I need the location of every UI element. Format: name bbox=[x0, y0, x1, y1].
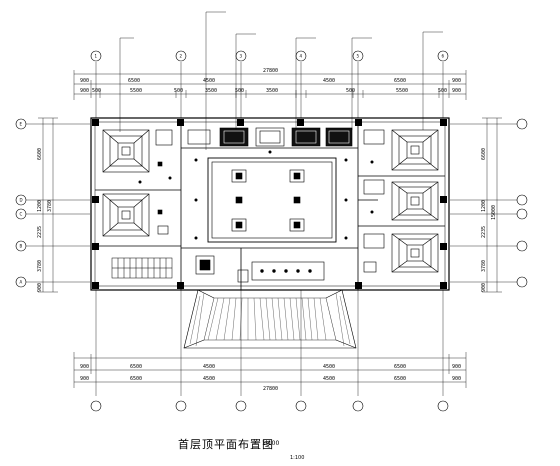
dim-top-total: 27800 bbox=[263, 68, 278, 74]
dimension-texts-left: 6600 1200 3780 2235 3780 900 bbox=[37, 148, 53, 292]
coffered-ceiling-right-1 bbox=[391, 129, 439, 171]
dim-top-r2-2: 5500 bbox=[130, 88, 142, 94]
dim-bottom-r1-2: 4500 bbox=[203, 364, 215, 370]
annotation-leaders bbox=[119, 11, 443, 150]
dimension-lines-sides bbox=[38, 117, 502, 293]
dim-bottom-r2-4: 6500 bbox=[394, 376, 406, 382]
axis-label-3: 3 bbox=[240, 54, 243, 59]
dim-bottom-r1-1: 6500 bbox=[130, 364, 142, 370]
axis-lines-vertical bbox=[95, 62, 444, 396]
axis-bubbles-right bbox=[516, 118, 528, 288]
dimension-texts-bottom: 900 6500 4500 4500 6500 900 900 6500 450… bbox=[80, 364, 461, 392]
axis-label-5: 5 bbox=[357, 54, 360, 59]
dim-bottom-r2-2: 4500 bbox=[203, 376, 215, 382]
axis-label-E: E bbox=[20, 122, 23, 127]
axis-label-1: 1 bbox=[95, 54, 98, 59]
axis-bubbles-left bbox=[15, 118, 27, 288]
dim-top-r2-5: 500 bbox=[235, 88, 244, 94]
building-outline bbox=[90, 117, 450, 291]
dimension-texts-right: 6600 1200 15000 2235 3780 900 bbox=[481, 148, 497, 292]
dim-top-r2-1: 500 bbox=[92, 88, 101, 94]
drawing-subscale: 1:100 bbox=[290, 455, 305, 461]
dim-top-r1-4: 6500 bbox=[394, 78, 406, 84]
dim-bottom-r2-5: 900 bbox=[452, 376, 461, 382]
ceiling-fixtures-right bbox=[363, 129, 385, 273]
axis-lines-horizontal bbox=[26, 123, 517, 283]
dim-bottom-r1-5: 900 bbox=[452, 364, 461, 370]
dim-bottom-r1-0: 900 bbox=[80, 364, 89, 370]
axis-labels-top: 1 2 3 4 5 6 bbox=[95, 54, 445, 59]
dim-top-r2-7: 500 bbox=[346, 88, 355, 94]
axis-bubbles-bottom bbox=[90, 400, 449, 412]
dim-bottom-r2-1: 6500 bbox=[130, 376, 142, 382]
dim-left-4: 3780 bbox=[37, 260, 43, 272]
coffered-ceiling-left-top bbox=[102, 129, 150, 173]
dim-top-r1-2: 4500 bbox=[203, 78, 215, 84]
axis-label-D: D bbox=[20, 198, 23, 203]
dimension-lines-top bbox=[73, 70, 467, 100]
drawing-title: 首层顶平面布置图 bbox=[178, 438, 274, 451]
coffered-ceiling-right-3 bbox=[391, 233, 439, 273]
dimension-texts-top: 27800 900 6500 4500 4500 6500 900 900 50… bbox=[80, 68, 461, 94]
dim-left-2: 3780 bbox=[47, 200, 53, 212]
axis-bubbles-top bbox=[90, 50, 449, 62]
dim-top-r2-3: 500 bbox=[174, 88, 183, 94]
dim-top-r1-5: 900 bbox=[452, 78, 461, 84]
dim-left-5: 900 bbox=[37, 283, 43, 292]
axis-label-2: 2 bbox=[180, 54, 183, 59]
dim-bottom-r2-0: 900 bbox=[80, 376, 89, 382]
axis-label-4: 4 bbox=[300, 54, 303, 59]
dim-top-r1-1: 6500 bbox=[128, 78, 140, 84]
dim-top-r2-0: 900 bbox=[80, 88, 89, 94]
dim-bottom-r2-3: 4500 bbox=[323, 376, 335, 382]
staircase bbox=[111, 257, 173, 279]
ceiling-panels-top-band bbox=[187, 127, 353, 147]
dim-bottom-r1-3: 4500 bbox=[323, 364, 335, 370]
dim-top-r2-4: 3500 bbox=[205, 88, 217, 94]
structural-columns bbox=[92, 119, 447, 289]
lower-band-fixtures bbox=[195, 255, 325, 283]
interior-walls bbox=[95, 122, 445, 290]
axis-label-A: A bbox=[20, 280, 23, 285]
dim-bottom-total: 27800 bbox=[263, 386, 278, 392]
dim-left-0: 6600 bbox=[37, 148, 43, 160]
dim-top-r2-8: 5500 bbox=[396, 88, 408, 94]
dim-top-r2-10: 900 bbox=[452, 88, 461, 94]
dim-left-1: 1200 bbox=[37, 200, 43, 212]
dim-top-r2-9: 500 bbox=[438, 88, 447, 94]
dim-right-5: 900 bbox=[481, 283, 487, 292]
dim-top-r1-3: 4500 bbox=[323, 78, 335, 84]
axis-label-6: 6 bbox=[442, 54, 445, 59]
dim-top-r1-0: 900 bbox=[80, 78, 89, 84]
dim-right-1: 1200 bbox=[481, 200, 487, 212]
drawing-scale: 1:100 bbox=[262, 440, 280, 447]
entrance-canopy bbox=[183, 289, 357, 349]
dim-right-2: 15000 bbox=[491, 205, 497, 220]
axis-label-B: B bbox=[20, 244, 23, 249]
canopy-tile-lines bbox=[189, 292, 351, 347]
central-hall-ceiling bbox=[207, 157, 337, 243]
dim-left-3: 2235 bbox=[37, 226, 43, 238]
dim-bottom-r1-4: 6500 bbox=[394, 364, 406, 370]
dim-top-r2-6: 3500 bbox=[266, 88, 278, 94]
ceiling-fixtures-left bbox=[138, 129, 173, 235]
axis-label-C: C bbox=[20, 212, 23, 217]
dimension-lines-bottom bbox=[73, 352, 467, 388]
coffered-ceiling-right-2 bbox=[391, 181, 439, 221]
dim-right-3: 2235 bbox=[481, 226, 487, 238]
axis-labels-left: E D C B A bbox=[20, 122, 23, 285]
ceiling-downlights-hall bbox=[194, 150, 348, 240]
dim-right-0: 6600 bbox=[481, 148, 487, 160]
coffered-ceiling-left-bottom bbox=[102, 193, 150, 237]
dim-right-4: 3780 bbox=[481, 260, 487, 272]
